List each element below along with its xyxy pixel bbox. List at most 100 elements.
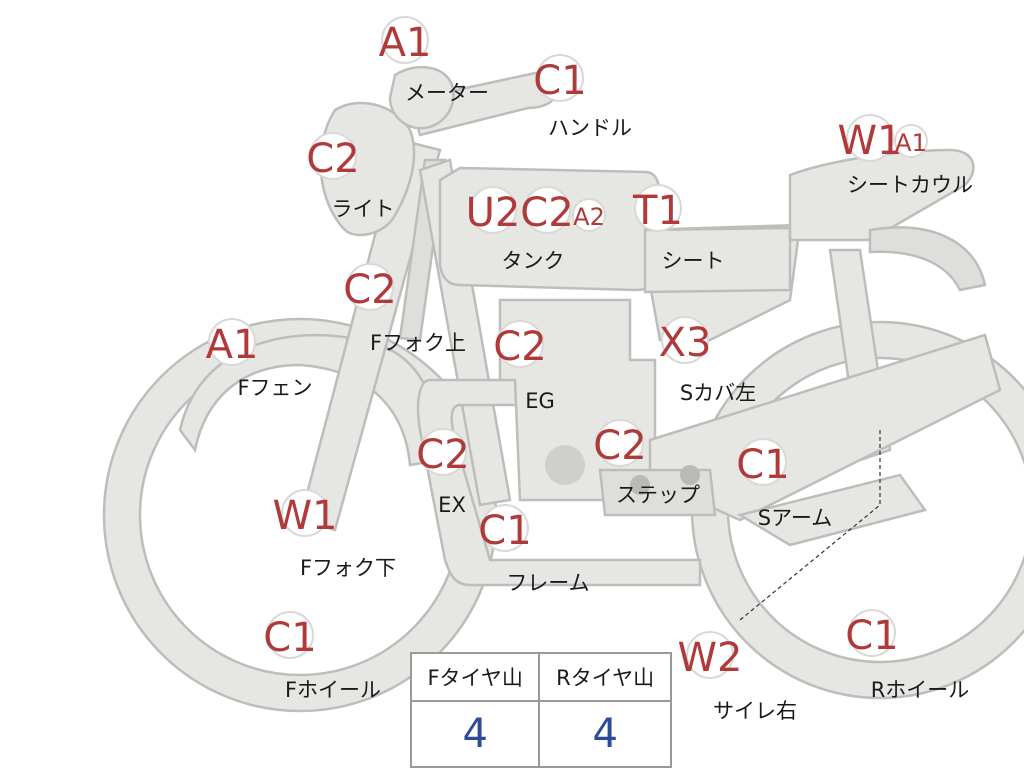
- badge-seat-cowl-a1: A1: [894, 124, 928, 158]
- badge-code: C1: [263, 615, 316, 661]
- badge-exhaust: C2 EX: [416, 428, 470, 517]
- badge-circle: [481, 504, 529, 552]
- badge-code: A1: [895, 129, 927, 157]
- badge-code: C1: [533, 58, 586, 104]
- badge-circle: [469, 186, 517, 234]
- motorcycle-silhouette: [102, 65, 1024, 713]
- badge-code: A2: [573, 203, 605, 231]
- badge-circle: [894, 124, 928, 158]
- engine-cover: [545, 445, 585, 485]
- badge-front-wheel: C1 Fホイール: [263, 611, 381, 702]
- badge-circle: [848, 609, 896, 657]
- badge-circle: [686, 631, 734, 679]
- seat-shape: [643, 226, 792, 294]
- badge-seat-cowl: W1 シートカウル: [838, 114, 973, 197]
- badge-circle: [523, 186, 571, 234]
- badge-circle: [381, 16, 429, 64]
- rear-tire-header: Rタイヤ山: [538, 652, 672, 702]
- badge-code: C1: [845, 613, 898, 659]
- badge-label: EX: [438, 493, 466, 517]
- badge-swing-arm: C1 Sアーム: [736, 438, 832, 530]
- badge-muffler-right: W2 サイレ右: [678, 631, 797, 723]
- tire-tread-table: Fタイヤ山 Rタイヤ山 4 4: [409, 652, 672, 768]
- badge-code: C2: [593, 423, 646, 469]
- muffler-leader-line: [739, 430, 881, 621]
- badge-meter: A1 メーター: [379, 16, 489, 105]
- tire-table-header-row: Fタイヤ山 Rタイヤ山: [409, 652, 672, 702]
- badge-label: ハンドル: [548, 116, 632, 140]
- badge-circle: [596, 419, 644, 467]
- badge-label: Sアーム: [758, 506, 832, 530]
- badge-code: W1: [838, 118, 903, 164]
- badge-front-fork-lower: W1 Fフォク下: [273, 489, 396, 580]
- front-tire-value: 4: [409, 700, 541, 768]
- badge-light: C2 ライト: [306, 132, 395, 221]
- badge-code: T1: [632, 188, 683, 234]
- tire-table-value-row: 4 4: [409, 700, 672, 768]
- rear-tail-shape: [868, 226, 987, 292]
- badge-code: U2: [466, 190, 521, 236]
- badge-code: C2: [306, 136, 359, 182]
- badge-label: Fホイール: [285, 678, 381, 702]
- badge-label: シートカウル: [847, 173, 973, 197]
- badge-circle: [419, 428, 467, 476]
- badge-frame: C1 フレーム: [478, 504, 590, 595]
- badge-label: ステップ: [616, 483, 700, 507]
- badge-label: EG: [525, 389, 555, 413]
- badge-handlebar: C1 ハンドル: [533, 54, 632, 140]
- step-peg-right: [680, 465, 700, 485]
- badge-circle: [846, 114, 894, 162]
- badge-code: C1: [736, 442, 789, 488]
- badge-code: C1: [478, 508, 531, 554]
- badge-label: Sカバ左: [680, 381, 756, 405]
- badge-engine: C2 EG: [493, 320, 555, 413]
- badge-label: Fフェン: [237, 376, 312, 400]
- badge-code: C2: [343, 267, 396, 313]
- badge-label: サイレ右: [713, 699, 797, 723]
- badge-code: X3: [659, 320, 712, 366]
- badge-label: ライト: [332, 197, 395, 221]
- badge-label: タンク: [502, 249, 565, 273]
- step-peg-left: [630, 475, 650, 495]
- badge-label: フレーム: [506, 571, 589, 595]
- badge-seat: T1 シート: [632, 184, 725, 273]
- badge-circle: [661, 316, 709, 364]
- badge-code: C2: [493, 324, 546, 370]
- badge-circle: [208, 318, 256, 366]
- badge-label: シート: [662, 249, 725, 273]
- badge-tank: C2 タンク: [502, 186, 574, 273]
- badge-side-cover-left: X3 Sカバ左: [659, 316, 756, 405]
- badge-code: W1: [273, 493, 338, 539]
- badge-label: メーター: [405, 81, 489, 105]
- badge-step: C2 ステップ: [593, 419, 700, 507]
- badge-circle: [536, 54, 584, 102]
- badge-code: A1: [379, 20, 432, 66]
- swing-arm-lower: [736, 473, 928, 547]
- meter-shape: [388, 65, 455, 130]
- badge-circle: [496, 320, 544, 368]
- badge-label: Rホイール: [871, 678, 970, 702]
- front-fork-shape: [298, 138, 442, 532]
- badge-circle: [572, 198, 606, 232]
- badge-circle: [739, 438, 787, 486]
- badge-code: C2: [520, 190, 573, 236]
- badge-rear-wheel: C1 Rホイール: [845, 609, 970, 702]
- badge-circle: [266, 611, 314, 659]
- front-tire-header: Fタイヤ山: [409, 652, 541, 702]
- badge-tank-a2: A2: [572, 198, 606, 232]
- seat-cowl-shape: [788, 148, 975, 242]
- badge-front-fork-upper: C2 Fフォク上: [343, 263, 466, 355]
- badge-label: Fフォク上: [370, 331, 466, 355]
- badge-circle: [634, 184, 682, 232]
- badge-circle: [281, 489, 329, 537]
- badge-code: W2: [678, 635, 743, 681]
- badge-circle: [346, 263, 394, 311]
- exhaust-pipe-shape: [416, 378, 702, 587]
- badge-label: Fフォク下: [300, 556, 396, 580]
- rear-tire-value: 4: [538, 700, 672, 768]
- badge-code: A1: [206, 322, 259, 368]
- badge-front-fender: A1 Fフェン: [206, 318, 313, 400]
- badge-code: C2: [416, 432, 469, 478]
- badge-circle: [309, 132, 357, 180]
